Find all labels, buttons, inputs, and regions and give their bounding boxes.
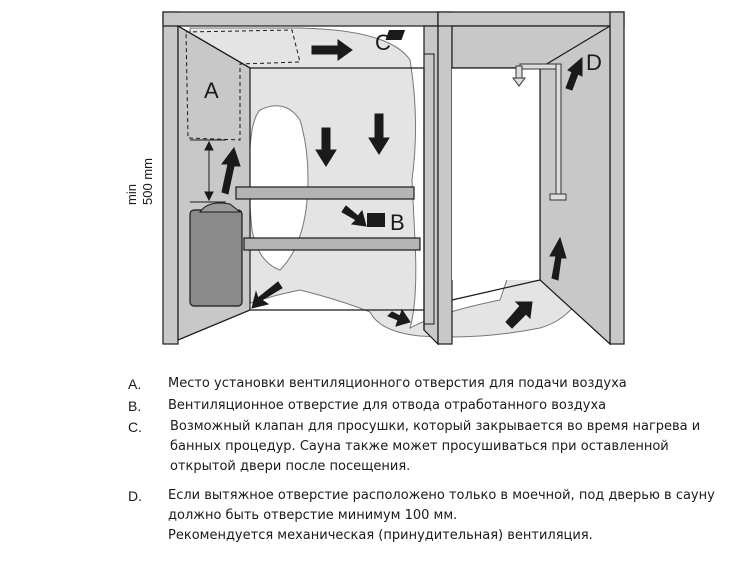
sauna-ventilation-diagram: min 500 mm A B C D [124,11,625,346]
legend-letter: A. [128,376,142,392]
legend-text: Если вытяжное отверстие расположено толь… [168,488,715,543]
legend-text: Возможный клапан для просушки, который з… [170,419,701,474]
legend-item-d: D. Если вытяжное отверстие расположено т… [0,484,748,548]
label-c: C [375,30,391,55]
airflow-arrows [221,39,583,329]
dimension-text-min: min [124,184,139,205]
benches [235,186,421,251]
legend-text: Вентиляционное отверстие для отвода отра… [168,398,607,413]
label-b: B [390,210,405,235]
dimension-min-500 [190,139,226,203]
legend-letter: C. [128,419,142,435]
label-d: D [586,50,602,75]
legend-item-c: C. Возможный клапан для просушки, которы… [0,415,748,479]
legend-item-a: A. Место установки вентиляционного отвер… [0,372,748,396]
legend-letter: B. [128,398,142,414]
dimension-text-500mm: 500 mm [140,158,155,205]
vent-b [367,213,385,227]
label-a: A [204,78,219,103]
intake-zone-a [185,29,301,141]
vent-c [385,30,406,40]
legend-item-b: B. Вентиляционное отверстие для отвода о… [0,394,748,418]
legend-text: Место установки вентиляционного отверсти… [168,376,627,391]
shower [512,63,567,201]
sauna-door [423,53,435,325]
legend-letter: D. [128,488,142,504]
heater [189,202,243,307]
